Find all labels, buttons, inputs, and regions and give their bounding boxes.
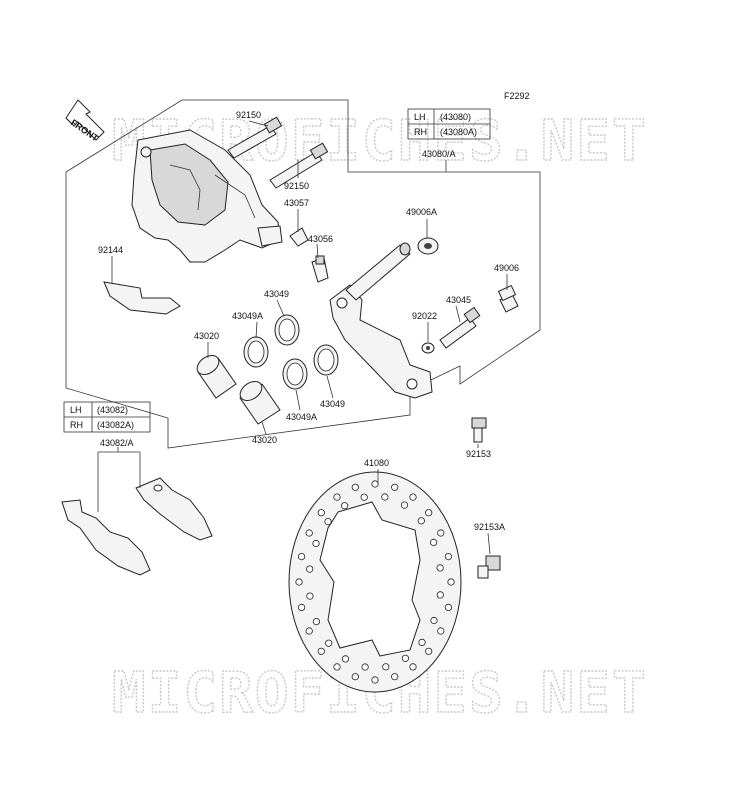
label-43082: 43082/A — [100, 438, 134, 448]
disc-hole — [400, 501, 409, 509]
caliper-rh-code: (43080A) — [440, 127, 477, 137]
caliper-assembly-box — [65, 99, 541, 449]
caliper-lh-side: LH — [414, 112, 426, 122]
pad-spring-92144 — [103, 281, 181, 315]
disc-hole — [305, 529, 313, 537]
disc-hole — [409, 493, 417, 501]
label-43020-bottom: 43020 — [252, 435, 277, 445]
pad-rh-code: (43082A) — [97, 420, 134, 430]
disc-hole — [312, 539, 320, 548]
disc-hole — [391, 483, 399, 491]
disc-hole — [382, 663, 390, 671]
disc-hole — [317, 509, 325, 517]
part-labels: 92150 92150 43080/A 43057 43056 49006A 4… — [98, 110, 519, 532]
bleeder-cap-43057 — [289, 227, 309, 247]
label-43049-top: 43049 — [264, 289, 289, 299]
disc-hole — [324, 517, 332, 526]
disc-hole — [371, 676, 379, 684]
label-43057: 43057 — [284, 198, 309, 208]
label-49006a: 49006A — [406, 207, 437, 217]
label-41080: 41080 — [364, 458, 389, 468]
label-43080: 43080/A — [422, 149, 456, 159]
washer-92022 — [421, 342, 435, 354]
pin-92150-top — [227, 116, 283, 159]
label-92022: 92022 — [412, 311, 437, 321]
disc-hole — [325, 639, 333, 647]
disc-hole — [417, 517, 425, 525]
label-43020-top: 43020 — [194, 331, 219, 341]
label-49006: 49006 — [494, 263, 519, 273]
boot-49006 — [497, 284, 519, 313]
disc-hole — [333, 663, 341, 671]
label-92153a: 92153A — [474, 522, 505, 532]
disc-hole — [391, 673, 399, 681]
disc-hole — [333, 493, 341, 501]
brake-pads-drawing — [61, 477, 213, 576]
disc-hole — [425, 647, 433, 655]
disc-hole — [305, 627, 313, 635]
bolt-92153a — [477, 555, 501, 579]
disc-hole — [437, 529, 445, 537]
pad-lh-code: (43082) — [97, 405, 128, 415]
label-43056: 43056 — [308, 234, 333, 244]
pad-rh-side: RH — [70, 420, 83, 430]
caliper-rh-side: RH — [414, 127, 427, 137]
disc-hole — [306, 592, 314, 600]
label-43045: 43045 — [446, 295, 471, 305]
disc-hole — [444, 552, 452, 561]
seals-drawing — [243, 314, 339, 390]
disc-hole — [381, 493, 389, 501]
caliper-table: LH (43080) RH (43080A) — [407, 108, 491, 140]
disc-hole — [306, 565, 314, 573]
disc-hole — [297, 552, 306, 561]
front-arrow-icon: FRONT — [65, 99, 105, 144]
disc-hole — [401, 654, 409, 662]
label-43049-bottom: 43049 — [320, 399, 345, 409]
disc-hole — [340, 502, 349, 510]
pin-92150-bottom — [269, 142, 329, 189]
disc-hole — [297, 603, 306, 612]
disc-hole — [429, 538, 438, 547]
leader-lines — [97, 120, 508, 555]
brake-disc-41080 — [288, 471, 462, 693]
disc-hole — [317, 647, 325, 655]
disc-hole — [425, 509, 433, 517]
label-92150-top: 92150 — [236, 110, 261, 120]
caliper-lh-code: (43080) — [440, 112, 471, 122]
bolt-92153 — [471, 417, 487, 443]
figure-code: F2292 — [504, 91, 530, 101]
disc-hole — [341, 655, 350, 663]
disc-hole — [436, 591, 444, 599]
disc-hole — [361, 663, 369, 671]
pin-43045 — [439, 306, 481, 349]
label-92153: 92153 — [466, 449, 491, 459]
bushing-49006a — [417, 237, 439, 255]
caliper-bracket-drawing — [329, 242, 433, 399]
disc-hole — [360, 493, 368, 501]
label-92150-bottom: 92150 — [284, 181, 309, 191]
pad-table: LH (43082) RH (43082A) — [63, 401, 151, 433]
label-43049a-top: 43049A — [232, 311, 263, 321]
disc-hole — [436, 564, 444, 572]
piston-43020-right — [239, 380, 281, 425]
disc-hole — [371, 480, 379, 488]
label-92144: 92144 — [98, 245, 123, 255]
disc-hole — [447, 578, 455, 586]
disc-hole — [409, 663, 417, 671]
piston-43020-left — [196, 354, 237, 399]
disc-hole — [444, 603, 452, 612]
pad-lh-side: LH — [70, 405, 82, 415]
caliper-body-drawing — [131, 129, 283, 263]
disc-hole — [418, 638, 426, 647]
bleeder-valve-43056 — [311, 255, 329, 283]
label-43049a-bottom: 43049A — [286, 412, 317, 422]
disc-hole — [295, 578, 303, 586]
disc-hole — [430, 616, 438, 625]
disc-hole — [351, 483, 359, 491]
disc-hole — [351, 673, 359, 681]
disc-hole — [312, 617, 320, 626]
disc-hole — [437, 627, 445, 635]
